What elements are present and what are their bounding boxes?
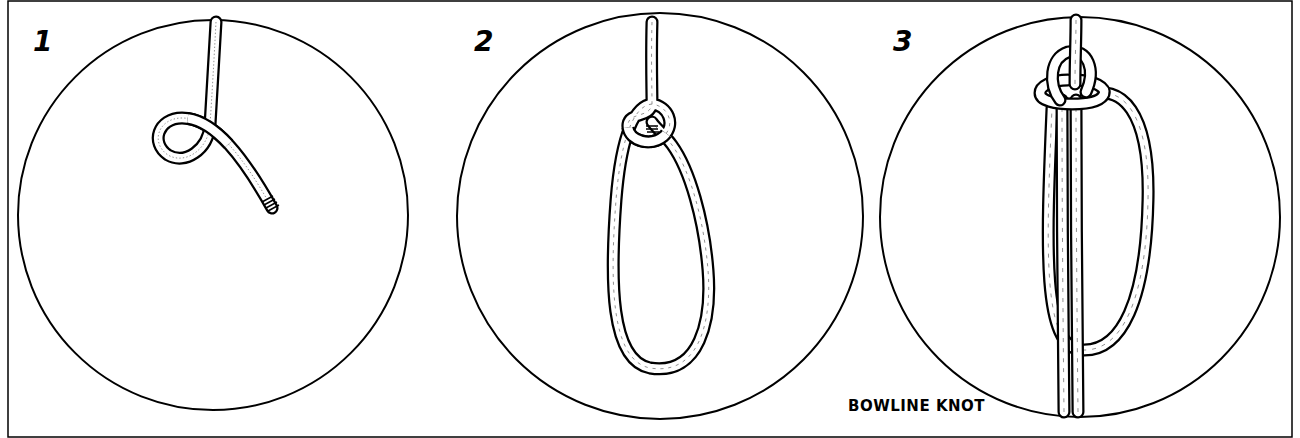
step-circle [880,17,1280,417]
whipped-end [262,196,279,211]
rope-step-3 [1040,20,1148,412]
whipped-end [646,126,659,132]
step-number: 1 [33,28,52,56]
frame [8,1,1292,437]
step-circle [457,13,863,419]
step-number: 3 [893,28,912,56]
step-circle [18,20,408,410]
step-number: 2 [474,28,493,56]
caption-label: BOWLINE KNOT [848,399,985,414]
rope-step-1 [158,22,279,211]
rope-step-2 [613,22,709,369]
